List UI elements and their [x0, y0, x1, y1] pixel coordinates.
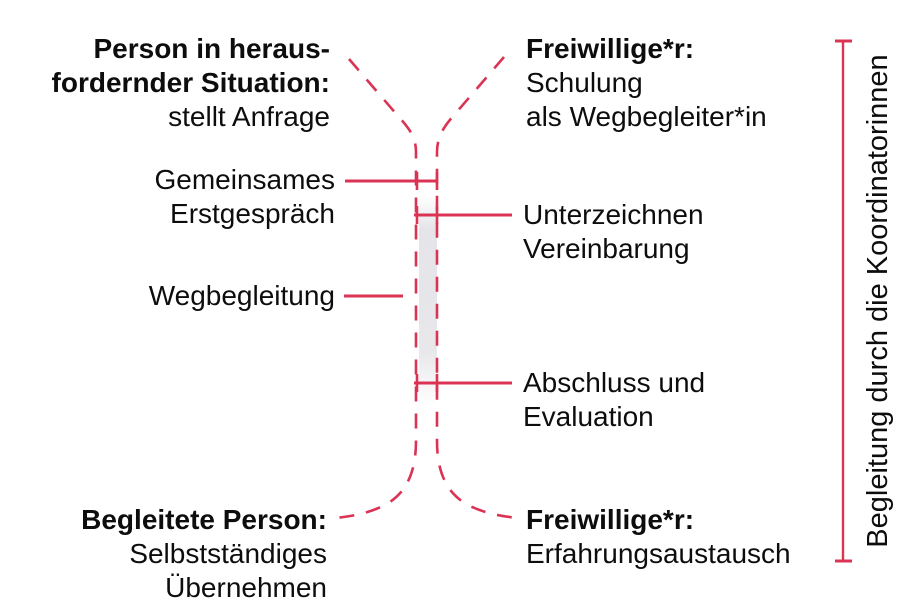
stage-first-meeting: Gemeinsames Erstgespräch	[154, 163, 335, 231]
stage-volunteer-exchange: Freiwillige*r: Erfahrungsaustausch	[526, 503, 791, 571]
stage-accompanied-person: Begleitete Person: Selbstständiges Übern…	[81, 503, 327, 605]
funnel-dashed-line-left	[335, 58, 418, 520]
stage-text-line: Begleitete Person:	[81, 504, 327, 535]
stage-text-line: als Wegbegleiter*in	[526, 101, 767, 132]
stage-text-line: Freiwillige*r:	[526, 504, 695, 535]
stage-text-line: Unterzeichnen	[523, 199, 704, 230]
stage-text-line: Erstgespräch	[170, 198, 335, 229]
stage-evaluation: Abschluss und Evaluation	[523, 366, 705, 434]
stage-text-line: Person in heraus-	[93, 33, 330, 64]
stage-text-line: Selbstständiges	[129, 538, 327, 569]
stage-text-line: Freiwillige*r:	[526, 33, 695, 64]
stage-text-line: fordernder Situation:	[51, 67, 330, 98]
stage-agreement: Unterzeichnen Vereinbarung	[523, 198, 704, 266]
stage-text-line: stellt Anfrage	[168, 101, 330, 132]
stage-text-line: Erfahrungsaustausch	[526, 538, 791, 569]
stage-challenged-person: Person in heraus- fordernder Situation: …	[52, 32, 330, 134]
stage-text-line: Vereinbarung	[523, 233, 690, 264]
bracket-label: Begleitung durch die Koordinatorinnen	[862, 54, 894, 548]
stage-text-line: Schulung	[526, 67, 643, 98]
stage-volunteer-training: Freiwillige*r: Schulung als Wegbegleiter…	[526, 32, 767, 134]
stage-text-line: Evaluation	[523, 401, 654, 432]
stage-text-line: Gemeinsames	[154, 164, 335, 195]
timeline-shadow-band	[419, 196, 437, 406]
funnel-dashed-line-right	[435, 56, 518, 520]
stage-text-line: Wegbegleitung	[148, 280, 335, 311]
stage-accompaniment: Wegbegleitung	[149, 279, 335, 313]
crossing-dash-marks	[415, 172, 439, 392]
stage-text-line: Übernehmen	[165, 572, 327, 603]
stage-text-line: Abschluss und	[523, 367, 706, 398]
